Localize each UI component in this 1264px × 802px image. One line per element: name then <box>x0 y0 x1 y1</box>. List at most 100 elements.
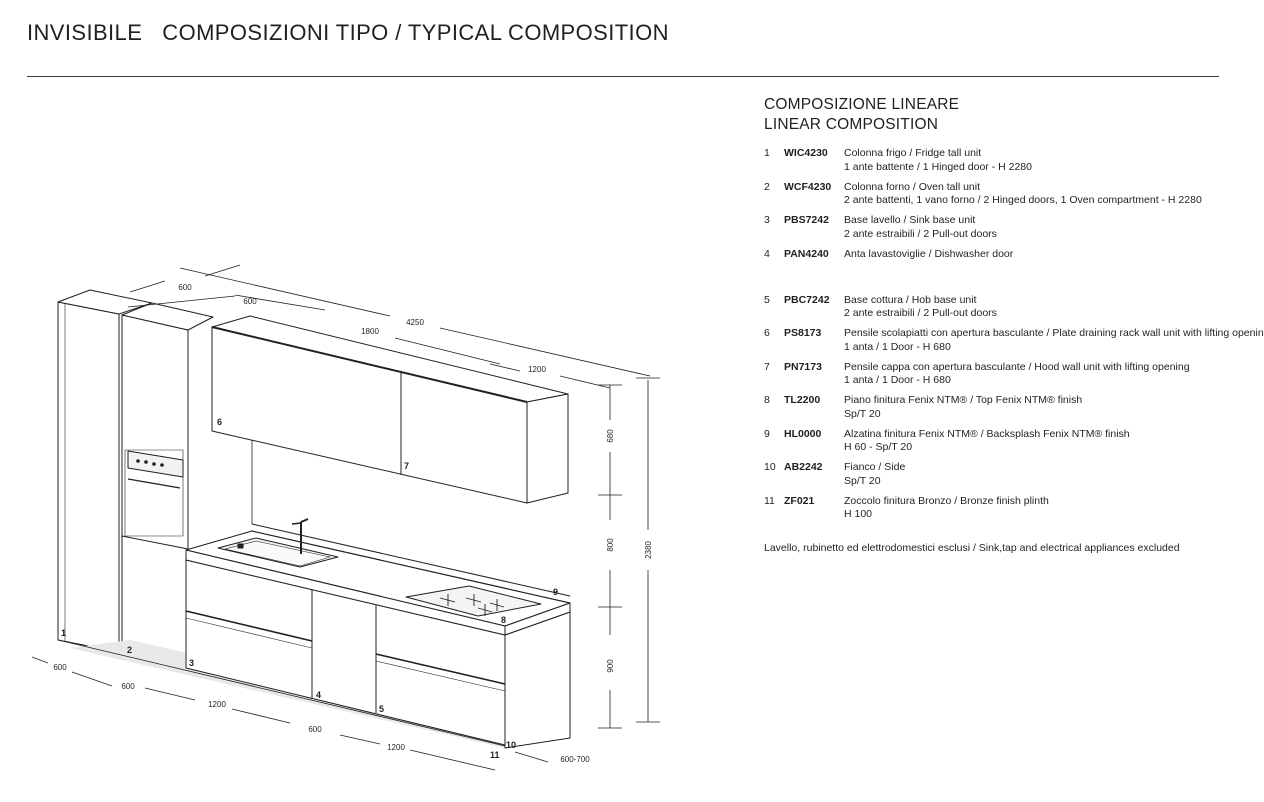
item-code: HL0000 <box>784 427 822 440</box>
callout-4: 4 <box>316 690 321 700</box>
item-desc-line2: 2 ante estraibili / 2 Pull-out doors <box>844 227 997 240</box>
item-code: TL2200 <box>784 394 821 406</box>
item-description: Alzatina finitura Fenix NTM® / Backsplas… <box>844 428 1259 455</box>
dim-bottom-side: 600 <box>53 663 67 672</box>
item-desc-line1: Colonna forno / Oven tall unit <box>844 180 980 193</box>
exclusion-note: Lavello, rubinetto ed elettrodomestici e… <box>764 542 1180 554</box>
item-number: 4 <box>764 247 770 260</box>
callout-2: 2 <box>127 645 132 655</box>
item-number: 7 <box>764 360 770 373</box>
callout-9: 9 <box>553 587 558 597</box>
item-code: PS8173 <box>784 327 822 339</box>
callout-5: 5 <box>379 704 384 714</box>
item-callouts: 1 2 3 4 5 6 7 8 9 10 11 <box>61 417 558 760</box>
list-item: 4 PAN4240 Anta lavastoviglie / Dishwasher … <box>764 248 1259 275</box>
item-code: PAN4240 <box>784 247 829 260</box>
item-number: 1 <box>764 147 770 159</box>
item-desc-line2: 1 anta / 1 Door - H 680 <box>844 374 951 386</box>
item-desc-line2: 2 ante battenti, 1 vano forno / 2 Hinged… <box>844 194 1202 206</box>
item-desc-line1: Fianco / Side <box>844 461 906 473</box>
item-code: ZF021 <box>784 494 815 507</box>
dim-height-total: 2380 <box>644 541 653 559</box>
item-code: PBC7242 <box>784 293 830 306</box>
callout-10: 10 <box>506 740 516 750</box>
item-desc-line2: H 60 - Sp/T 20 <box>844 441 913 453</box>
item-desc-line1: Piano finitura Fenix NTM® / Top Fenix NT… <box>844 394 1083 406</box>
item-desc-line1: Zoccolo finitura Bronzo / Bronze finish … <box>844 494 1049 507</box>
item-desc-line2: 1 ante battente / 1 Hinged door - H 2280 <box>844 160 1032 173</box>
dim-bottom-fridge: 600 <box>121 682 135 691</box>
list-item: 9 HL0000 Alzatina finitura Fenix NTM® / Ba… <box>764 428 1259 455</box>
item-code: PBS7242 <box>784 214 829 226</box>
item-description: Zoccolo finitura Bronzo / Bronze finish … <box>844 495 1259 522</box>
item-description: Anta lavastoviglie / Dishwasher door <box>844 248 1259 275</box>
item-number: 3 <box>764 214 770 226</box>
dimension-labels: 600 600 1800 4250 1200 680 800 900 2380 … <box>53 283 653 764</box>
item-desc-line2: 2 ante estraibili / 2 Pull-out doors <box>844 307 997 319</box>
item-number: 11 <box>764 494 775 507</box>
item-desc-line1: Colonna frigo / Fridge tall unit <box>844 147 982 159</box>
dim-top-wall: 1800 <box>361 327 379 336</box>
item-list: 1 WIC4230 Colonna frigo / Fridge tall unit… <box>764 147 1264 522</box>
item-description: Pensile cappa con apertura basculante / … <box>844 361 1259 388</box>
section-title-en: LINEAR COMPOSITION <box>764 116 939 133</box>
page-subtitle: COMPOSIZIONI TIPO / TYPICAL COMPOSITION <box>162 20 669 45</box>
item-desc-line2: Sp/T 20 <box>844 474 881 487</box>
dimension-lines <box>31 264 660 771</box>
item-description: Pensile scolapiatti con apertura bascula… <box>844 327 1264 354</box>
item-desc-line1: Base cottura / Hob base unit <box>844 293 977 306</box>
dim-top-total: 4250 <box>406 318 424 327</box>
list-item: 8 TL2200 Piano finitura Fenix NTM® / Top F… <box>764 394 1259 421</box>
callout-3: 3 <box>189 658 194 668</box>
dim-bottom-hob: 1200 <box>387 743 405 752</box>
item-number: 10 <box>764 461 776 473</box>
item-code: PN7173 <box>784 360 822 373</box>
composition-panel: COMPOSIZIONE LINEARE LINEAR COMPOSITION … <box>764 95 1264 528</box>
dim-top-depth: 600 <box>178 283 192 292</box>
item-number: 6 <box>764 327 770 339</box>
list-item: 11 ZF021 Zoccolo finitura Bronzo / Bronze … <box>764 495 1259 522</box>
dim-top-tall: 600 <box>243 297 257 306</box>
dim-height-base: 900 <box>606 659 615 673</box>
dim-bottom-sink: 1200 <box>208 700 226 709</box>
item-desc-line1: Base lavello / Sink base unit <box>844 214 976 226</box>
item-number: 9 <box>764 427 770 440</box>
item-desc-line1: Pensile scolapiatti con apertura bascula… <box>844 327 1264 339</box>
item-number: 5 <box>764 293 770 306</box>
kitchen-outline <box>57 289 571 749</box>
item-desc-line2: H 100 <box>844 508 873 520</box>
list-item: 1 WIC4230 Colonna frigo / Fridge tall unit… <box>764 147 1259 174</box>
item-desc-line1: Pensile cappa con apertura basculante / … <box>844 360 1190 373</box>
item-code: WCF4230 <box>784 180 832 193</box>
item-number: 8 <box>764 394 770 406</box>
kitchen-drawing: 600 600 1800 4250 1200 680 800 900 2380 … <box>31 264 660 771</box>
dim-top-hood: 1200 <box>528 365 546 374</box>
item-number: 2 <box>764 180 770 193</box>
callout-7: 7 <box>404 461 409 471</box>
item-desc-line2: 1 anta / 1 Door - H 680 <box>844 340 951 353</box>
item-code: WIC4230 <box>784 147 828 159</box>
dim-bottom-depth: 600-700 <box>560 755 590 764</box>
item-desc-line2: Sp/T 20 <box>844 407 881 420</box>
callout-1: 1 <box>61 628 66 638</box>
callout-8: 8 <box>501 615 506 625</box>
header-divider <box>27 76 1219 77</box>
item-desc-line1: Alzatina finitura Fenix NTM® / Backsplas… <box>844 427 1130 440</box>
item-desc-line1: Anta lavastoviglie / Dishwasher door <box>844 247 1014 260</box>
list-item: 7 PN7173 Pensile cappa con apertura bascul… <box>764 361 1259 388</box>
dim-bottom-dish: 600 <box>308 725 322 734</box>
dim-height-wall: 680 <box>606 429 615 443</box>
header: INVISIBILE COMPOSIZIONI TIPO / TYPICAL C… <box>27 20 669 52</box>
callout-11: 11 <box>490 750 500 760</box>
brand-title: INVISIBILE <box>27 20 143 45</box>
section-title-it: COMPOSIZIONE LINEARE <box>764 96 960 113</box>
